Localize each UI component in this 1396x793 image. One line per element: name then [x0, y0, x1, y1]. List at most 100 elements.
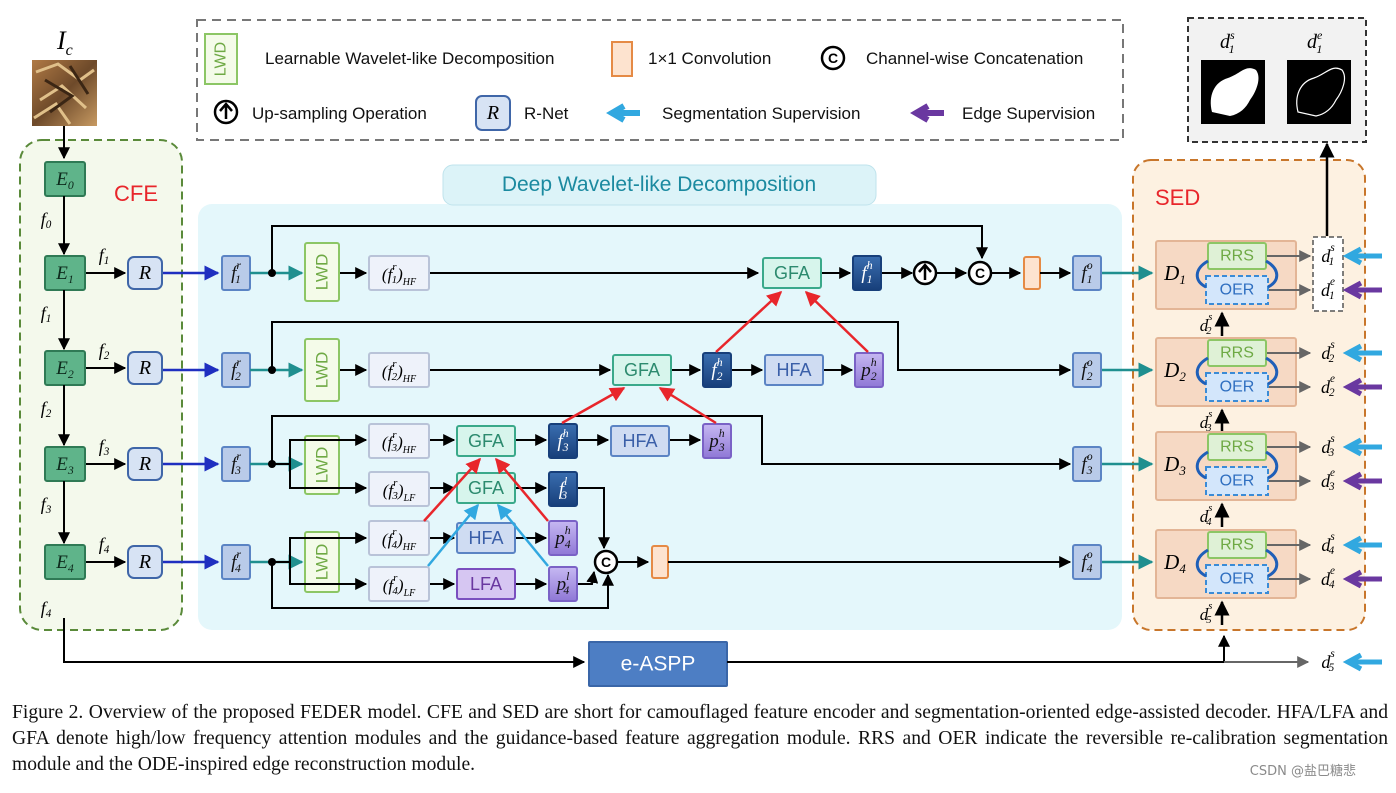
- rrs-label-3: RRS: [1220, 439, 1254, 456]
- seg-supervision-arrow-icon: [1342, 343, 1382, 363]
- feature-label-1: f1: [99, 245, 110, 267]
- legend-seg-sup: Segmentation Supervision: [606, 103, 860, 123]
- gfa-block-2-label: GFA: [624, 360, 660, 380]
- connector-arrow: [289, 464, 368, 494]
- edge-supervision-arrow-icon: [1342, 280, 1382, 300]
- rrs-block-2: [1207, 339, 1267, 367]
- edge-supervision-arrow-icon: [1342, 471, 1382, 491]
- feature-fl-3: [548, 471, 578, 507]
- rrs-label-4: RRS: [1220, 537, 1254, 554]
- lfa-block-4: [456, 568, 516, 600]
- input-label: Ic: [56, 26, 73, 59]
- rrs-label-2: RRS: [1220, 345, 1254, 362]
- oer-label-1: OER: [1220, 282, 1255, 299]
- legend-lwd-label: Learnable Wavelet-like Decomposition: [265, 49, 554, 68]
- decoder-label-3: D3: [1163, 452, 1186, 478]
- reversible-loop-icon: [1195, 548, 1209, 578]
- feature-fh-3: [548, 423, 578, 459]
- rnet-block-4: [127, 545, 163, 579]
- feature-fh-2: [702, 352, 732, 388]
- legend-upsample-label: Up-sampling Operation: [252, 104, 427, 123]
- freq-component-box: [368, 471, 430, 507]
- legend-edge-sup: Edge Supervision: [910, 103, 1095, 123]
- feature-label-2: f2: [99, 340, 110, 362]
- encoder-label-4: E4: [55, 552, 74, 575]
- connector-arrow: [271, 225, 988, 273]
- rnet-label-2: R: [138, 357, 151, 379]
- feature-label-1: f1: [41, 303, 52, 325]
- connector-arrow: [427, 503, 479, 567]
- watermark: CSDN @盐巴糖悲: [1249, 764, 1356, 779]
- legend-concat-label: Channel-wise Concatenation: [866, 49, 1083, 68]
- feature-ph-2: [854, 352, 884, 388]
- oer-block-3: [1205, 466, 1269, 496]
- encoder-label-1: E1: [55, 263, 74, 286]
- connector-arrow: [272, 434, 368, 465]
- connector-arrow: [271, 562, 614, 609]
- upsample-arrow-glyph: [918, 263, 932, 280]
- freq-component-box: [368, 520, 430, 556]
- connector-arrow: [578, 487, 610, 550]
- legend: LWD Learnable Wavelet-like Decomposition…: [196, 19, 1124, 141]
- rrs-block-1: [1207, 242, 1267, 270]
- connector-arrow: [271, 321, 1072, 376]
- connector-arrow: [272, 532, 368, 563]
- concat-icon-label: C: [975, 265, 985, 281]
- lwd-block: [304, 435, 340, 495]
- legend-concat-icon-label: C: [828, 50, 838, 66]
- gfa-block-2: [612, 354, 672, 386]
- connector-arrow: [804, 290, 869, 353]
- oer-label-3: OER: [1220, 473, 1255, 490]
- freq-component-box: [368, 255, 430, 291]
- legend-rnet-icon-label: R: [486, 102, 499, 124]
- feature-fo-2: [1072, 352, 1102, 388]
- lwd-block: [304, 338, 340, 402]
- connector-arrow: [271, 415, 1072, 470]
- oer-block-4: [1205, 564, 1269, 594]
- rnet-label-1: R: [138, 262, 151, 284]
- reversible-loop-icon: [1195, 450, 1209, 480]
- feature-label-0: f0: [41, 209, 52, 231]
- lwd-label: LWD: [313, 544, 332, 581]
- reversible-loop-icon: [1265, 548, 1279, 578]
- encoder-4: [44, 544, 86, 580]
- output-d1-frame: [1312, 236, 1344, 312]
- concat-icon: [593, 549, 619, 575]
- lwd-label: LWD: [313, 254, 332, 291]
- lwd-label: LWD: [313, 352, 332, 389]
- seg-supervision-arrow-icon: [606, 103, 640, 123]
- rrs-block-4: [1207, 531, 1267, 559]
- oer-label-2: OER: [1220, 379, 1255, 396]
- legend-rnet-label: R-Net: [524, 104, 569, 123]
- oer-label-4: OER: [1220, 571, 1255, 588]
- hfa-block-3-label: HFA: [622, 431, 657, 451]
- concat-icon: [967, 260, 993, 286]
- rnet-block-3: [127, 447, 163, 481]
- rnet-label-4: R: [138, 551, 151, 573]
- reversible-loop-icon: [1265, 259, 1279, 289]
- lwd-block: [304, 242, 340, 302]
- connector-arrow: [727, 634, 1230, 663]
- feature-label-4b: f4: [41, 598, 52, 620]
